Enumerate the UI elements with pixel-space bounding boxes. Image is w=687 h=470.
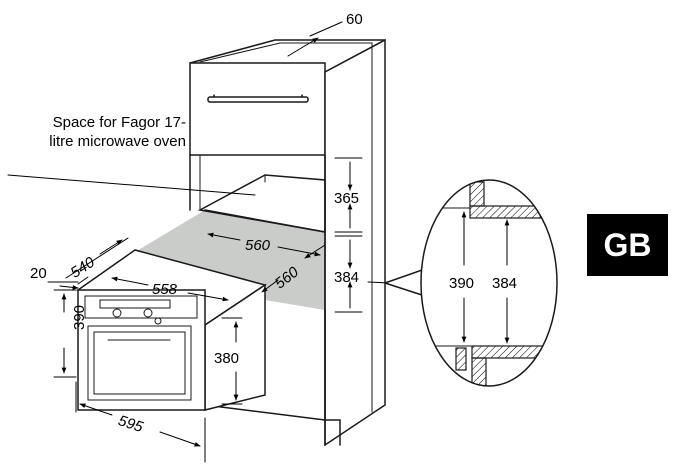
note-line-2: litre microwave oven: [49, 133, 186, 150]
dim-oven-body-height-label: 380: [214, 350, 239, 367]
dim-oven-lip-label: 20: [30, 265, 47, 282]
dim-top-depth-label: 60: [346, 11, 363, 28]
dim-oven-lip: [47, 281, 79, 290]
dim-niche-height-label: 384: [334, 269, 359, 286]
dim-top-depth: [287, 21, 343, 57]
dim-oven-depth: [65, 237, 129, 285]
detail-outer-label: 390: [449, 275, 474, 292]
note-leader: [7, 174, 256, 196]
dim-oven-depth-label: 540: [68, 253, 99, 281]
dim-niche-width-label: 560: [245, 237, 271, 254]
detail-inner-label: 384: [492, 275, 517, 292]
oven: [76, 249, 267, 411]
dim-niche-depth: [261, 244, 326, 293]
language-badge: GB: [587, 214, 668, 276]
dim-upper-space: [334, 157, 363, 233]
dim-niche-width: [207, 232, 321, 257]
detail-callout: 390 384: [384, 179, 558, 387]
dim-oven-width: [111, 276, 229, 302]
door-handle: [207, 94, 309, 103]
dim-niche-height: [334, 235, 391, 313]
dim-oven-front-width: [75, 381, 206, 463]
microwave-space-note: Space for Fagor 17- litre microwave oven: [6, 113, 186, 151]
note-line-1: Space for Fagor 17-: [52, 114, 186, 131]
niche-shade: [130, 210, 325, 310]
dim-oven-front-height-label: 390: [71, 305, 88, 330]
dim-oven-front-height: [53, 289, 77, 378]
dim-upper-space-label: 365: [334, 190, 359, 207]
dim-oven-body-height: [221, 317, 243, 405]
dim-oven-front-width-label: 595: [116, 412, 146, 436]
dim-oven-width-label: 558: [152, 281, 178, 298]
cabinet: [189, 38, 386, 447]
